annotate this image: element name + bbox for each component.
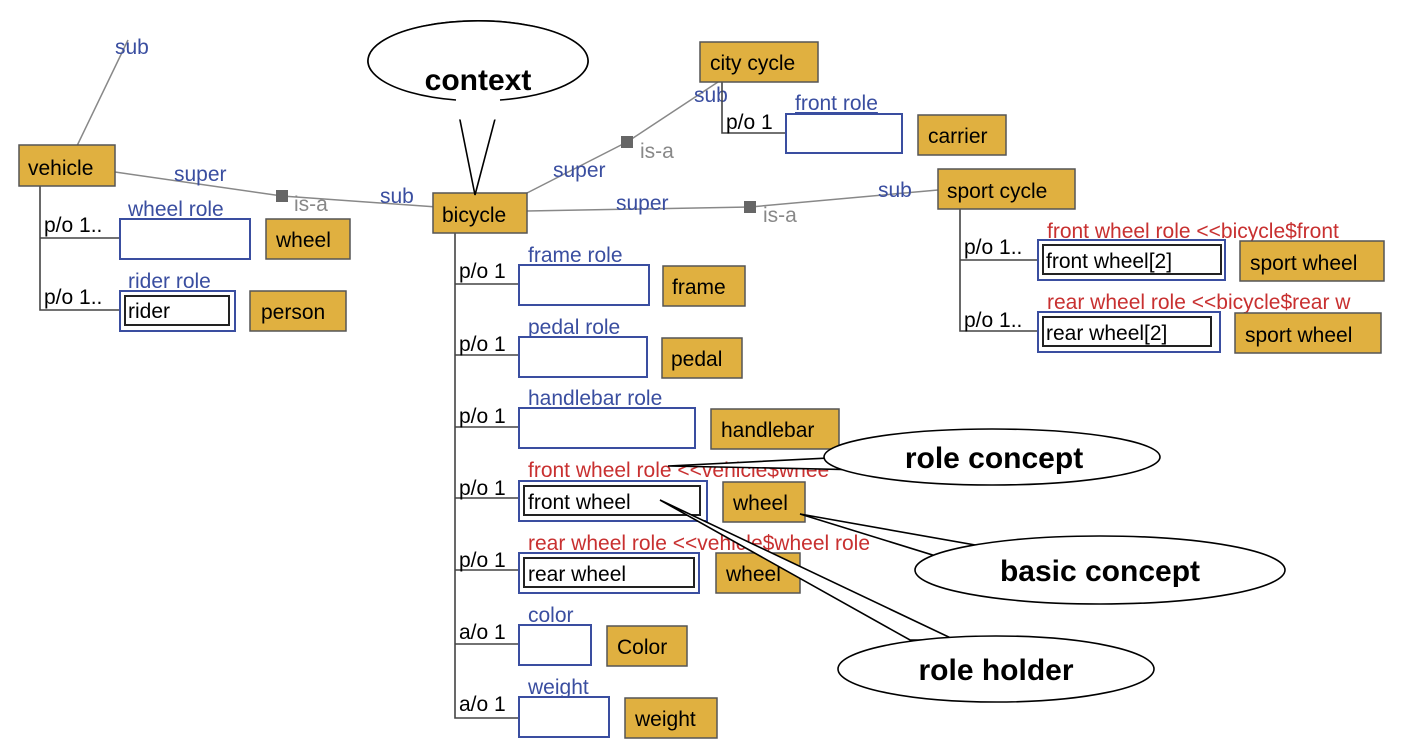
part-of-tree-lines: [39, 82, 1038, 719]
role-holder-box[interactable]: [523, 557, 695, 588]
link-label-super: super: [553, 159, 606, 182]
concept-color[interactable]: Color: [606, 625, 688, 667]
concept-sport-wheel[interactable]: sport wheel: [1234, 312, 1382, 354]
concept-handlebar[interactable]: handlebar: [710, 408, 840, 450]
isa-node: [276, 190, 288, 202]
link-label-super: super: [174, 163, 227, 186]
svg-text:sport cycle: sport cycle: [947, 180, 1047, 203]
svg-text:context: context: [425, 64, 532, 97]
concept-bicycle[interactable]: bicycle: [432, 192, 528, 234]
role-holder-front-wheel-2: front wheel[2]: [1046, 250, 1172, 273]
cardinality-label: a/o 1: [459, 621, 506, 644]
cardinality-label: a/o 1: [459, 693, 506, 716]
role-label-rear-wheel: rear wheel role <<vehicle$wheel role: [528, 532, 870, 555]
svg-text:handlebar: handlebar: [721, 419, 814, 442]
role-label-sport-front-wheel: front wheel role <<bicycle$front: [1047, 220, 1339, 243]
link-label-isa: is-a: [763, 204, 797, 227]
role-label-pedal: pedal role: [528, 316, 620, 339]
link-label-sub: sub: [380, 185, 414, 208]
link-label-sub: sub: [694, 84, 728, 107]
svg-text:sport wheel: sport wheel: [1250, 252, 1357, 275]
role-label-handlebar: handlebar role: [528, 387, 662, 410]
svg-text:weight: weight: [634, 708, 696, 731]
role-label-color: color: [528, 604, 574, 627]
role-holder-box[interactable]: [1042, 316, 1212, 347]
concept-weight[interactable]: weight: [624, 697, 718, 739]
cardinality-label: p/o 1: [459, 333, 506, 356]
svg-text:carrier: carrier: [928, 125, 988, 148]
role-holder-box[interactable]: [523, 485, 701, 516]
concept-wheel[interactable]: wheel: [722, 481, 806, 523]
cardinality-label: p/o 1: [459, 549, 506, 572]
link-label-isa: is-a: [294, 193, 328, 216]
role-box-wheel[interactable]: [119, 218, 251, 260]
link-label-sub: sub: [878, 179, 912, 202]
link-label-isa: is-a: [640, 140, 674, 163]
role-label-weight: weight: [527, 676, 589, 699]
cardinality-label: p/o 1: [726, 111, 773, 134]
role-box-color[interactable]: [518, 624, 592, 666]
svg-text:bicycle: bicycle: [442, 204, 506, 227]
role-holder-box[interactable]: [1042, 244, 1222, 275]
concept-vehicle[interactable]: vehicle: [18, 144, 116, 187]
cardinality-label: p/o 1: [459, 260, 506, 283]
role-box-pedal[interactable]: [518, 336, 648, 378]
concept-city-cycle[interactable]: city cycle: [699, 41, 819, 83]
svg-text:sport wheel: sport wheel: [1245, 324, 1352, 347]
role-holder-box[interactable]: [124, 295, 230, 326]
callout-basic-concept: basic concept: [799, 513, 1286, 605]
svg-text:vehicle: vehicle: [28, 157, 93, 180]
role-label-sport-rear-wheel: rear wheel role <<bicycle$rear w: [1047, 291, 1351, 314]
role-holder-rear-wheel: rear wheel: [528, 563, 626, 586]
isa-node: [621, 136, 633, 148]
role-box-weight[interactable]: [518, 696, 610, 738]
cardinality-label: p/o 1..: [44, 286, 102, 309]
link-label-super: super: [616, 192, 669, 215]
callout-context: context: [367, 20, 589, 196]
concept-sport-wheel[interactable]: sport wheel: [1239, 240, 1385, 282]
callout-role-holder: role holder: [659, 499, 1155, 703]
svg-text:Color: Color: [617, 636, 667, 659]
role-holder-rear-wheel-2: rear wheel[2]: [1046, 322, 1167, 345]
cardinality-label: p/o 1..: [44, 214, 102, 237]
role-label-frame: frame role: [528, 244, 623, 267]
link-label-sub: sub: [115, 36, 149, 59]
svg-text:person: person: [261, 301, 325, 324]
cardinality-label: p/o 1..: [964, 236, 1022, 259]
cardinality-label: p/o 1..: [964, 309, 1022, 332]
role-box-handlebar[interactable]: [518, 407, 696, 449]
svg-text:pedal: pedal: [671, 348, 722, 371]
svg-text:city cycle: city cycle: [710, 52, 795, 75]
role-box-front[interactable]: [785, 113, 903, 154]
role-label-wheel: wheel role: [127, 198, 224, 221]
svg-text:wheel: wheel: [275, 229, 331, 252]
cardinality-label: p/o 1: [459, 477, 506, 500]
cardinality-label: p/o 1: [459, 405, 506, 428]
role-label-rider: rider role: [128, 270, 211, 293]
callout-role-concept: role concept: [667, 428, 1161, 486]
role-holder-rider: rider: [128, 300, 170, 323]
svg-text:wheel: wheel: [725, 563, 781, 586]
svg-text:role holder: role holder: [918, 654, 1073, 687]
svg-text:basic concept: basic concept: [1000, 555, 1200, 588]
role-box-frame[interactable]: [518, 264, 650, 306]
svg-text:wheel: wheel: [732, 492, 788, 515]
role-label-front: front role: [795, 92, 878, 115]
svg-text:role concept: role concept: [905, 442, 1083, 475]
concept-frame[interactable]: frame: [662, 265, 746, 307]
concept-carrier[interactable]: carrier: [917, 114, 1007, 156]
concept-pedal[interactable]: pedal: [661, 337, 743, 379]
concept-sport-cycle[interactable]: sport cycle: [937, 168, 1076, 210]
svg-text:frame: frame: [672, 276, 726, 299]
concept-wheel[interactable]: wheel: [265, 218, 351, 260]
concept-person[interactable]: person: [249, 290, 347, 332]
isa-node: [744, 201, 756, 213]
isa-links: [74, 39, 939, 212]
role-holder-front-wheel: front wheel: [528, 491, 631, 514]
concept-wheel[interactable]: wheel: [715, 552, 801, 594]
